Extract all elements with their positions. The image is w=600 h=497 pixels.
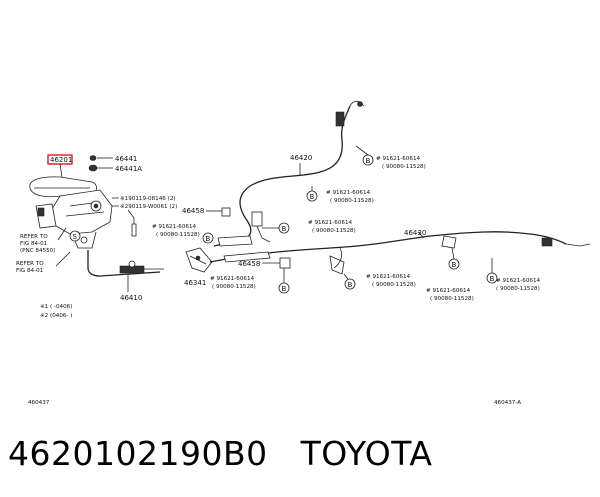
refer-text-2a: REFER TO — [16, 261, 44, 267]
label-46441a: 46441A — [115, 165, 142, 173]
note-1: ※1 ( -0406) — [40, 304, 72, 310]
callout-b-5[interactable] — [344, 278, 356, 290]
note-2: ※2 (0406- ) — [40, 313, 72, 319]
svg-text:B: B — [282, 225, 287, 233]
cable-46420 — [213, 100, 365, 247]
svg-text:B: B — [490, 275, 495, 283]
ref-4a: # 91621-60614 — [152, 224, 197, 230]
refer-text-1c: (PNC 84550) — [20, 248, 55, 254]
ref-5a: # 91621-60614 — [210, 276, 255, 282]
label-46430: 46430 — [404, 229, 426, 237]
svg-text:B: B — [348, 281, 353, 289]
refer-text-1a: REFER TO — [20, 234, 48, 240]
screw-ref-1: ※190119-08146 (2) — [120, 196, 176, 202]
equalizer-46341 — [185, 247, 213, 273]
ref-6b: ( 90080-11528) — [372, 282, 416, 288]
ref-2b: ( 90080-11528) — [330, 198, 374, 204]
cable-46410 — [87, 250, 164, 277]
ref-5b: ( 90080-11528) — [212, 284, 256, 290]
brake-lever-assembly — [29, 155, 113, 249]
refer-text-2b: FIG 84-01 — [16, 268, 44, 274]
screw-ref-2: ※290119-W0061 (2) — [120, 204, 177, 210]
part-number: 4620102190B0 — [8, 434, 268, 473]
svg-text:B: B — [206, 235, 211, 243]
label-46441: 46441 — [115, 155, 137, 163]
ref-3b: ( 90080-11528) — [312, 228, 356, 234]
svg-text:B: B — [310, 193, 315, 201]
ref-3a: # 91621-60614 — [308, 220, 353, 226]
ref-6a: # 91621-60614 — [366, 274, 411, 280]
svg-text:B: B — [366, 157, 371, 165]
callout-b-3[interactable] — [202, 232, 214, 244]
callout-s[interactable] — [69, 230, 81, 242]
label-46420: 46420 — [290, 154, 312, 162]
label-46458-b: 46458 — [238, 260, 260, 268]
cable-46430 — [209, 231, 591, 275]
ref-7a: # 91621-60614 — [426, 288, 471, 294]
label-46458-a: 46458 — [182, 207, 204, 215]
ref-1a: # 91621-60614 — [376, 156, 421, 162]
footer-left: 460437 — [28, 400, 50, 406]
label-46410: 46410 — [120, 294, 142, 302]
ref-4b: ( 90080-11528) — [156, 232, 200, 238]
label-46341: 46341 — [184, 279, 206, 287]
part-caption: 4620102190B0 TOYOTA — [8, 434, 432, 473]
ref-1b: ( 90080-11528) — [382, 164, 426, 170]
svg-text:B: B — [282, 285, 287, 293]
ref-8b: ( 90080-11528) — [496, 286, 540, 292]
ref-8a: # 91621-60614 — [496, 278, 541, 284]
refer-text-1b: FIG 84-01 — [20, 241, 48, 247]
ref-2a: # 91621-60614 — [326, 190, 371, 196]
footer-right: 460437-A — [494, 400, 521, 406]
brand-name: TOYOTA — [300, 434, 433, 473]
label-46201: 46201 — [50, 156, 72, 164]
svg-text:B: B — [452, 261, 457, 269]
callout-s-label: S — [73, 233, 78, 241]
ref-7b: ( 90080-11528) — [430, 296, 474, 302]
